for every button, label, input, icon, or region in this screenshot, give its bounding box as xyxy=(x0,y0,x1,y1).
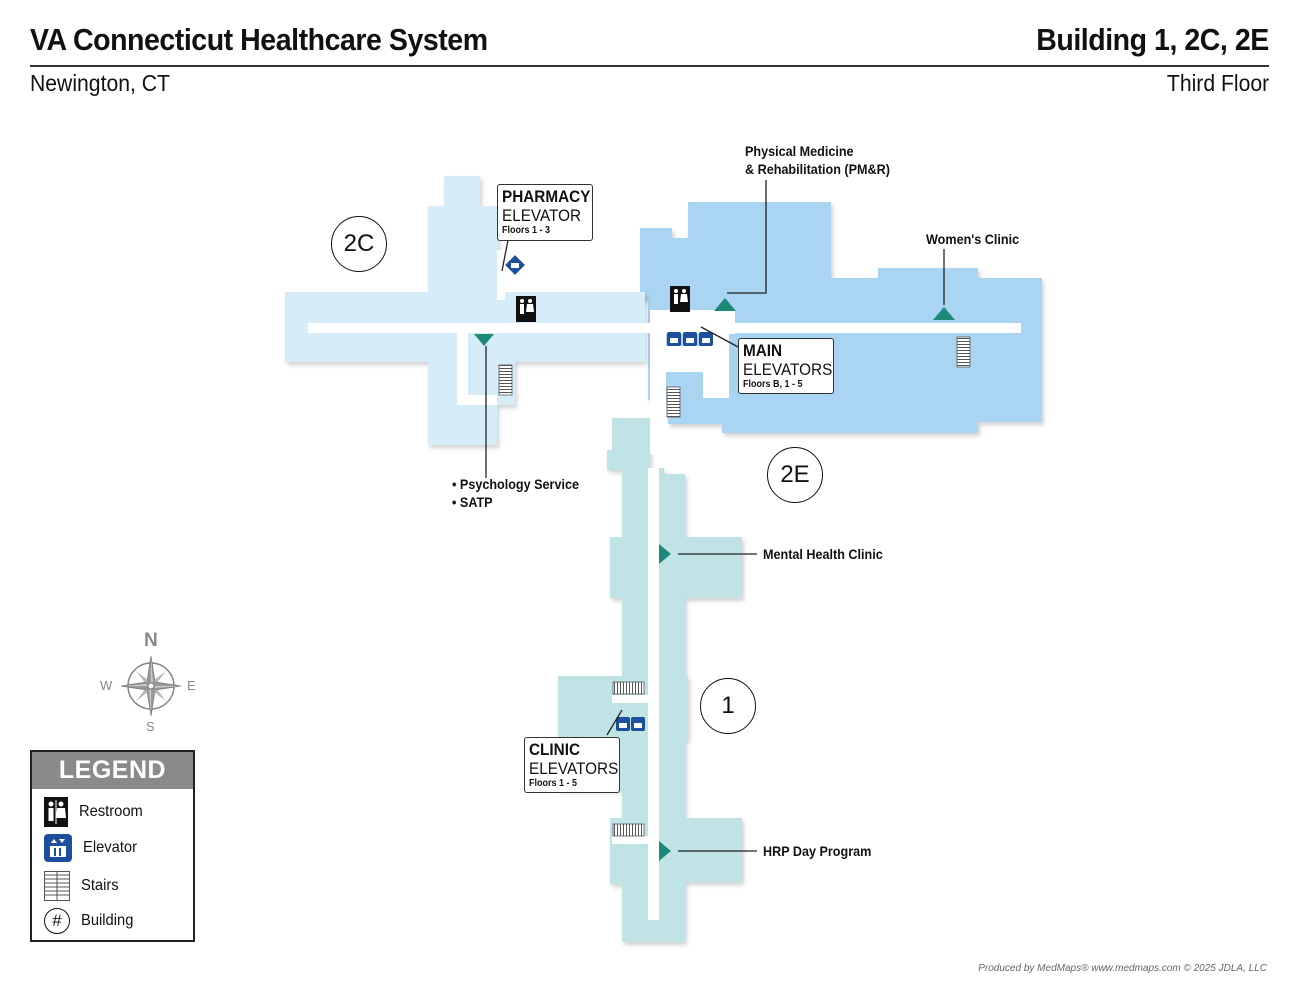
building-2c-badge: 2C xyxy=(331,216,387,272)
compass-rose-icon xyxy=(120,655,182,717)
stairs-bldg1-north xyxy=(612,681,645,695)
destination-marker-icon xyxy=(933,307,955,320)
callout-floors: Floors 1 - 5 xyxy=(529,778,578,789)
legend-item-restroom: Restroom xyxy=(44,797,148,827)
legend-label-building: Building xyxy=(81,912,134,929)
footer-credit: Produced by MedMaps® www.medmaps.com © 2… xyxy=(978,963,1267,974)
callout-title: MAIN xyxy=(743,341,783,360)
pharmacy-elevator-callout: PHARMACY ELEVATOR Floors 1 - 3 xyxy=(497,184,593,241)
satp-label: • SATP xyxy=(452,494,493,510)
floor-label: Third Floor xyxy=(1166,70,1269,96)
building-number-icon: # xyxy=(44,908,70,934)
legend-title: LEGEND xyxy=(32,752,193,789)
legend-label-restroom: Restroom xyxy=(79,803,143,820)
stairs-icon xyxy=(44,871,70,901)
compass-north: N xyxy=(144,630,158,651)
destination-marker-icon xyxy=(714,298,736,311)
building-1-badge: 1 xyxy=(700,678,756,734)
legend: LEGEND Restroom Elevator Stairs xyxy=(30,750,195,942)
header-divider xyxy=(30,65,1269,67)
callout-subtitle: ELEVATORS xyxy=(529,759,619,778)
stairs-2e-west xyxy=(666,386,681,418)
main-elevators-callout: MAIN ELEVATORS Floors B, 1 - 5 xyxy=(738,338,834,394)
stairs-bldg1-south xyxy=(612,823,645,837)
compass-west: W xyxy=(100,678,113,693)
building-2c-footprint xyxy=(285,176,645,445)
destination-marker-icon xyxy=(474,334,494,346)
callout-title: PHARMACY xyxy=(502,187,591,206)
psychology-label: • Psychology Service • SATP xyxy=(452,475,579,511)
restroom-icon xyxy=(670,286,690,312)
building-list: Building 1, 2C, 2E xyxy=(1036,22,1269,57)
clinic-elevators-callout: CLINIC ELEVATORS Floors 1 - 5 xyxy=(524,737,620,793)
callout-floors: Floors B, 1 - 5 xyxy=(743,379,803,390)
womens-clinic-label: Women's Clinic xyxy=(926,231,1020,247)
destination-marker-icon xyxy=(659,544,671,564)
mental-health-clinic-label: Mental Health Clinic xyxy=(763,546,883,562)
callout-floors: Floors 1 - 3 xyxy=(502,225,551,236)
restroom-icon xyxy=(516,296,536,322)
pharmacy-elevator-icon xyxy=(505,255,525,275)
restroom-icon xyxy=(44,797,68,827)
destination-marker-icon xyxy=(659,841,671,861)
hrp-day-program-label: HRP Day Program xyxy=(763,843,872,859)
corridors xyxy=(308,250,1021,920)
main-elevators-icons xyxy=(667,332,713,346)
city-label: Newington, CT xyxy=(30,70,170,96)
building-2e-badge: 2E xyxy=(767,447,823,503)
pmr-label-line1: Physical Medicine xyxy=(745,143,854,159)
legend-label-stairs: Stairs xyxy=(81,877,119,894)
page-title: VA Connecticut Healthcare System xyxy=(30,22,488,57)
legend-item-building: # Building xyxy=(44,908,138,934)
callout-title: CLINIC xyxy=(529,740,581,759)
compass-south: S xyxy=(146,719,155,734)
psychology-service-label: • Psychology Service xyxy=(452,476,579,492)
compass-east: E xyxy=(187,678,196,693)
elevator-icon xyxy=(44,834,72,862)
legend-item-elevator: Elevator xyxy=(44,834,142,862)
callout-subtitle: ELEVATORS xyxy=(743,360,833,379)
callout-subtitle: ELEVATOR xyxy=(502,206,582,225)
pmr-label: Physical Medicine & Rehabilitation (PM&R… xyxy=(745,142,890,178)
stairs-2c xyxy=(498,364,513,396)
pmr-label-line2: & Rehabilitation (PM&R) xyxy=(745,161,890,177)
clinic-elevators-icons xyxy=(616,717,645,731)
stairs-2e-east xyxy=(956,336,971,368)
leader-lines xyxy=(485,180,945,852)
legend-item-stairs: Stairs xyxy=(44,871,122,901)
legend-label-elevator: Elevator xyxy=(83,839,138,856)
